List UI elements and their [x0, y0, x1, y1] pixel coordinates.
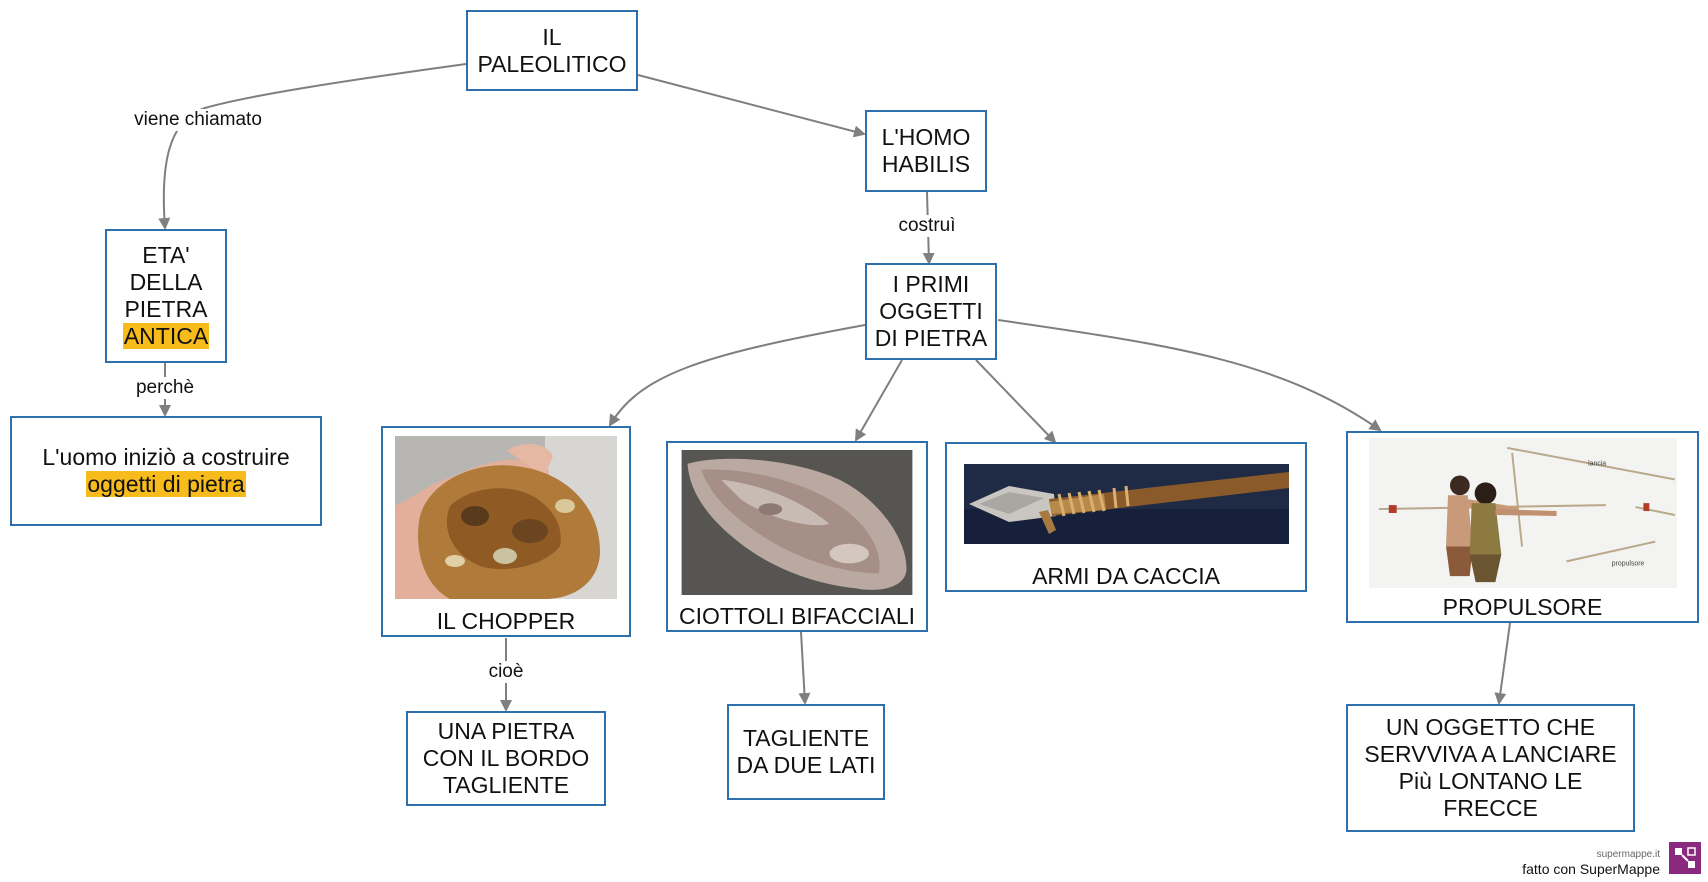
node-text-line: PIETRA	[124, 296, 208, 322]
node-text-line: FRECCE	[1443, 795, 1538, 821]
node-tagliente-due-lati[interactable]: TAGLIENTE DA DUE LATI	[727, 704, 885, 800]
node-text-line: OGGETTI	[879, 298, 983, 324]
node-text-line: DELLA	[129, 269, 203, 295]
image-label-propulsore: propulsore	[1611, 560, 1644, 567]
chopper-stone-image	[395, 436, 617, 599]
node-text-line: HABILIS	[881, 151, 971, 177]
footer-credit: fatto con SuperMappe	[1522, 861, 1660, 877]
node-homo-habilis[interactable]: L'HOMO HABILIS	[865, 110, 987, 192]
node-text-line: L'HOMO	[881, 124, 971, 150]
highlighted-text: oggetti di pietra	[86, 471, 246, 497]
propulsore-hunters-image: lancia propulsore	[1368, 438, 1677, 588]
node-text-line: TAGLIENTE	[742, 725, 870, 751]
handaxe-image	[681, 450, 913, 595]
footer-website: supermappe.it	[1596, 849, 1660, 860]
image-label-lancia: lancia	[1588, 461, 1606, 468]
node-caption: IL CHOPPER	[436, 608, 576, 634]
edge-primi-propulsore	[997, 319, 1382, 432]
node-text-line: I PRIMI	[892, 271, 970, 297]
edge-ciottoli-tagliente	[798, 631, 811, 705]
node-text-line: DI PIETRA	[874, 325, 988, 351]
node-text-line: ETA'	[142, 242, 190, 268]
node-armi-da-caccia[interactable]: ARMI DA CACCIA	[945, 442, 1307, 592]
spear-image	[963, 464, 1289, 544]
node-text-line: UN OGGETTO CHE	[1385, 714, 1596, 740]
edge-paleolitico-eta	[158, 63, 467, 230]
node-il-paleolitico[interactable]: IL PALEOLITICO	[466, 10, 638, 91]
supermappe-logo-icon	[1669, 842, 1701, 874]
node-text-line: IL	[542, 23, 562, 50]
node-primi-oggetti[interactable]: I PRIMI OGGETTI DI PIETRA	[865, 263, 997, 360]
node-uomo-costruire[interactable]: L'uomo iniziò a costruire oggetti di pie…	[10, 416, 322, 526]
node-text-line: DA DUE LATI	[736, 752, 876, 778]
edge-label-perche: perchè	[133, 377, 197, 399]
edge-label-costrui: costruì	[896, 215, 958, 237]
node-text-line: Più LONTANO LE	[1398, 768, 1583, 794]
node-text-line: UNA PIETRA	[437, 718, 575, 744]
node-il-chopper[interactable]: IL CHOPPER	[381, 426, 631, 637]
edge-primi-chopper	[608, 324, 866, 427]
edge-propulsore-oggetto	[1494, 622, 1511, 705]
edge-label-cioe: cioè	[486, 661, 526, 683]
node-text-line: TAGLIENTE	[442, 772, 570, 798]
node-oggetto-lanciare[interactable]: UN OGGETTO CHE SERVVIVA A LANCIARE Più L…	[1346, 704, 1635, 832]
edge-primi-ciottoli	[855, 359, 903, 442]
node-text-line: PALEOLITICO	[477, 50, 627, 77]
node-caption: CIOTTOLI BIFACCIALI	[678, 603, 916, 629]
highlighted-text: ANTICA	[122, 323, 210, 349]
node-ciottoli-bifacciali[interactable]: CIOTTOLI BIFACCIALI	[666, 441, 928, 632]
node-pietra-bordo-tagliente[interactable]: UNA PIETRA CON IL BORDO TAGLIENTE	[406, 711, 606, 806]
node-eta-pietra-antica[interactable]: ETA' DELLA PIETRA ANTICA	[105, 229, 227, 363]
edge-label-viene-chiamato: viene chiamato	[132, 109, 264, 131]
node-caption: PROPULSORE	[1442, 594, 1603, 620]
node-propulsore[interactable]: lancia propulsore PROPULSORE	[1346, 431, 1699, 623]
node-text-line: SERVVIVA A LANCIARE	[1364, 741, 1617, 767]
node-text-line: CON IL BORDO	[422, 745, 590, 771]
node-caption: ARMI DA CACCIA	[1032, 563, 1220, 589]
edge-primi-armi	[975, 359, 1057, 444]
edge-paleolitico-homo	[637, 74, 866, 138]
node-text-line: L'uomo iniziò a costruire	[42, 444, 290, 470]
